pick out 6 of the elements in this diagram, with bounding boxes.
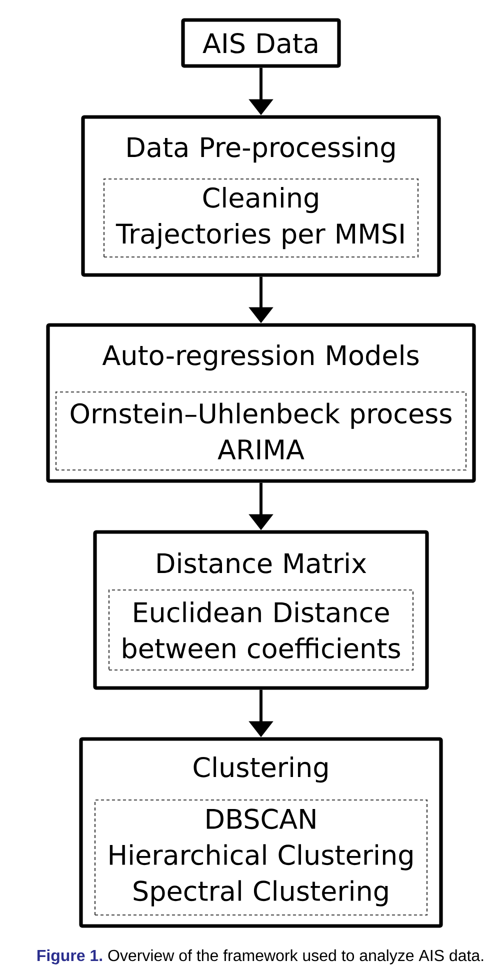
dashed-box: Cleaning Trajectories per MMSI [103, 178, 419, 258]
dashed-box: Ornstein–Uhlenbeck process ARIMA [55, 391, 467, 471]
dashed-box: DBSCAN Hierarchical Clustering Spectral Clustering [94, 799, 428, 916]
start-box: AIS Data [181, 18, 341, 68]
figure-caption: Figure 1. Overview of the framework used to analyze AIS data. [37, 949, 484, 964]
dashed-box: Euclidean Distance between coefficients [108, 589, 414, 671]
